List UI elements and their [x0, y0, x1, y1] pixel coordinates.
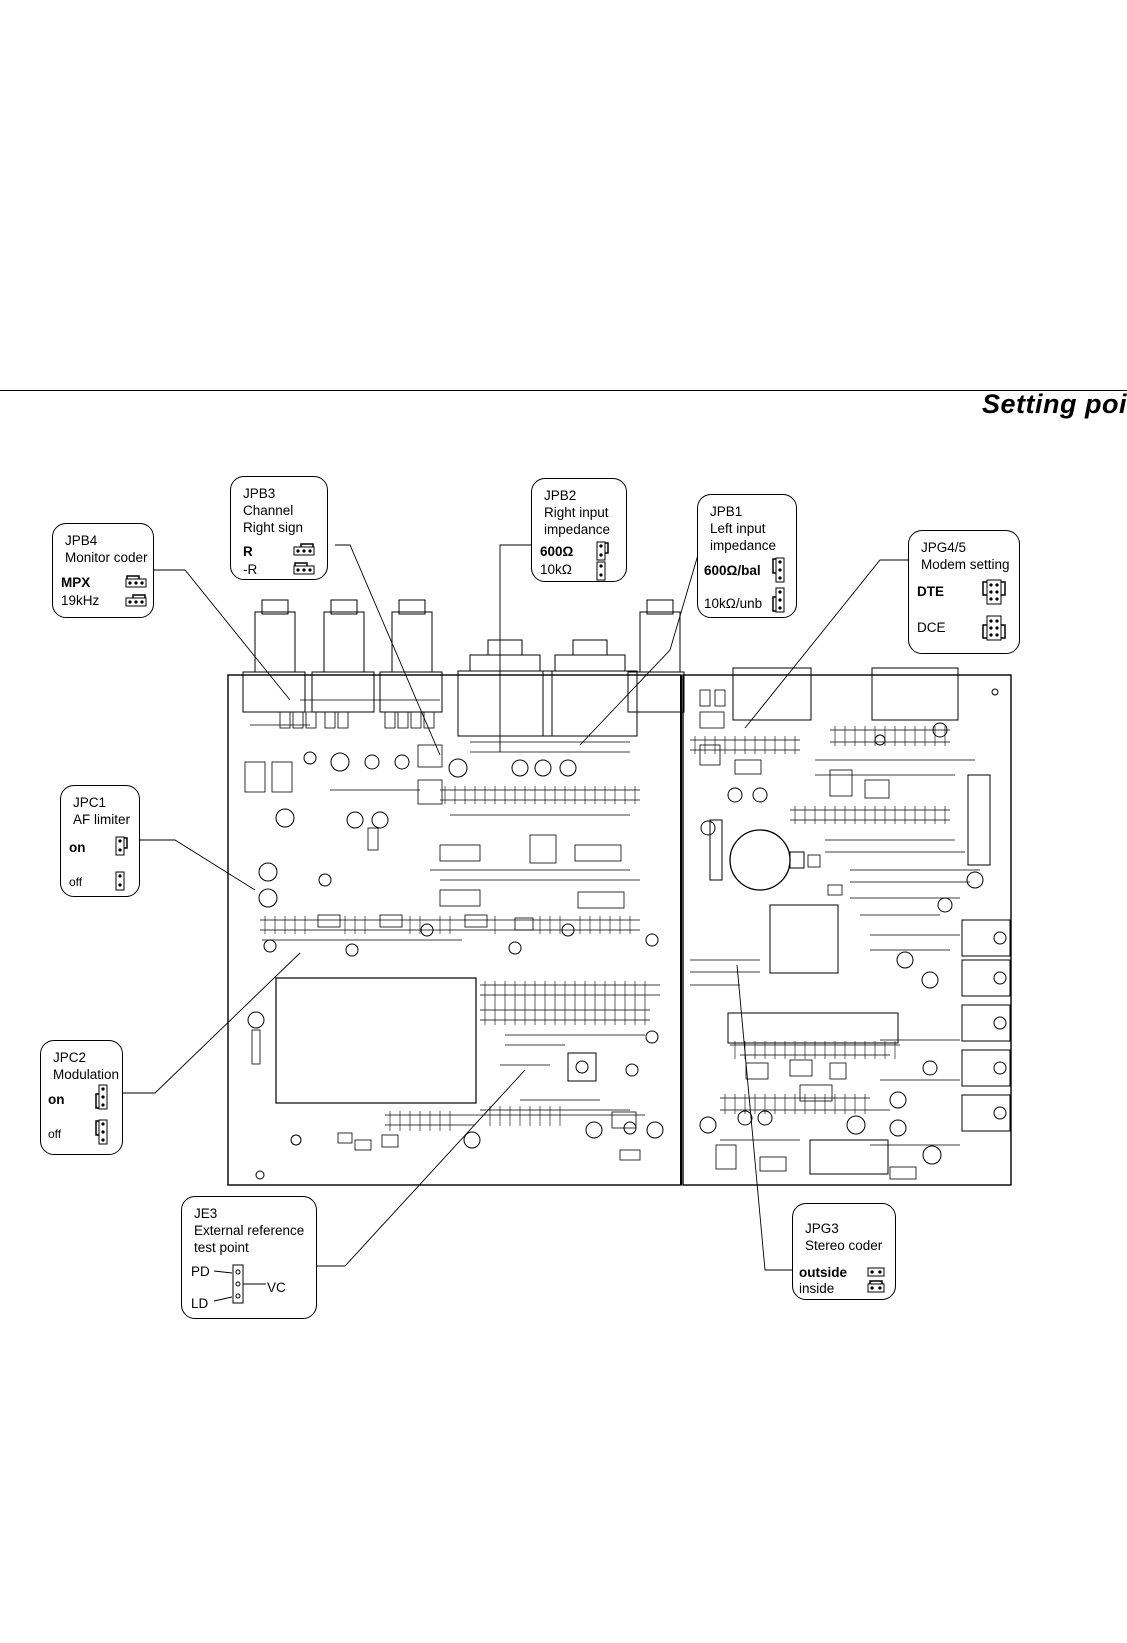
jumper-icon-open [115, 871, 125, 891]
jumper-description: Modem setting [921, 557, 1010, 572]
header-rule [0, 390, 1127, 391]
jumper-icon-closed [867, 1280, 885, 1293]
callout-je3: JE3 External reference test point PD LD … [181, 1196, 317, 1319]
right-board-outline [682, 674, 1012, 1186]
option-label: 600Ω/bal [704, 563, 761, 578]
jumper-description: Modulation [53, 1067, 120, 1082]
large-module [275, 977, 477, 1104]
jumper-description: impedance [544, 522, 611, 537]
leader-lines [123, 544, 910, 1271]
jumper-description: Stereo coder [805, 1238, 883, 1253]
callout-jpb1: JPB1 Left input impedance 600Ω/bal 10kΩ/… [697, 494, 797, 618]
jumper-description: Monitor coder [65, 550, 148, 565]
jumper-icon-closed [125, 575, 147, 588]
right-edge-connectors [961, 919, 1011, 1132]
jumper-description: External reference [194, 1223, 305, 1238]
jumper-id: JPB3 [243, 486, 276, 501]
bnc-connector-3 [379, 599, 443, 713]
test-point-header-icon [213, 1264, 266, 1304]
option-label: inside [799, 1281, 835, 1296]
option-label: on [69, 840, 86, 855]
jumper-description: Right sign [243, 520, 304, 535]
pin-label-vc: VC [267, 1280, 286, 1295]
jumper-description: Channel [243, 503, 294, 518]
callout-jpb4: JPB4 Monitor coder MPX 19kHz [52, 523, 154, 618]
jumper-id: JPG3 [805, 1221, 839, 1236]
callout-jpg3: JPG3 Stereo coder outside inside [792, 1203, 896, 1300]
jumper-id: JPB4 [65, 533, 98, 548]
callout-jpb3: JPB3 Channel Right sign R -R [230, 476, 328, 580]
jumper-id: JPB1 [710, 504, 743, 519]
option-label: DCE [917, 620, 946, 635]
option-label: on [48, 1092, 65, 1107]
option-label: 10kΩ/unb [704, 596, 763, 611]
option-label: off [48, 1127, 62, 1141]
option-label: outside [799, 1265, 848, 1280]
option-label: DTE [917, 584, 944, 599]
jumper-icon-on [95, 1084, 108, 1110]
bnc-connector-2 [311, 599, 375, 713]
xlr-connector-right [542, 639, 638, 737]
jumper-icon-open [772, 587, 785, 613]
jumper-icon-closed [293, 543, 315, 556]
callout-jpb2: JPB2 Right input impedance 600Ω 10kΩ [531, 478, 627, 582]
option-label: off [69, 875, 83, 889]
jumper-icon-dce [982, 615, 1006, 641]
jumper-icon-open [867, 1267, 885, 1277]
jumper-id: JE3 [194, 1206, 218, 1221]
option-label: -R [243, 562, 258, 577]
option-label: 600Ω [540, 544, 574, 559]
option-label: 10kΩ [540, 562, 572, 577]
jumper-icon-open [125, 594, 147, 607]
option-label: MPX [61, 575, 91, 590]
jumper-description: Left input [710, 521, 766, 536]
jumper-description: test point [194, 1240, 249, 1255]
jumper-icon-dte [982, 579, 1006, 605]
jumper-description: impedance [710, 538, 777, 553]
page-title: Setting poi [982, 389, 1127, 419]
jumper-id: JPB2 [544, 488, 577, 503]
xlr-connector-left [457, 639, 553, 737]
option-label: 19kHz [61, 593, 100, 608]
pin-label-ld: LD [191, 1296, 209, 1311]
jumper-icon-off [95, 1119, 108, 1145]
bnc-connector-1 [242, 599, 306, 713]
pin-label-pd: PD [191, 1264, 210, 1279]
jumper-icon-open [596, 561, 606, 581]
callout-jpg45: JPG4/5 Modem setting DTE DCE [908, 530, 1020, 654]
jumper-description: AF limiter [73, 812, 130, 827]
callout-jpc1: JPC1 AF limiter on off [60, 785, 140, 897]
jumper-icon-open [293, 562, 315, 575]
jumper-description: Right input [544, 505, 609, 520]
option-label: R [243, 544, 253, 559]
jumper-icon-closed [772, 557, 785, 583]
jumper-id: JPC2 [53, 1050, 87, 1065]
callout-jpc2: JPC2 Modulation on off [40, 1040, 123, 1155]
bnc-connector-4 [627, 599, 685, 713]
jumper-icon-closed [596, 541, 609, 561]
jumper-id: JPC1 [73, 795, 107, 810]
jumper-icon-closed [115, 836, 128, 856]
jumper-id: JPG4/5 [921, 540, 967, 555]
